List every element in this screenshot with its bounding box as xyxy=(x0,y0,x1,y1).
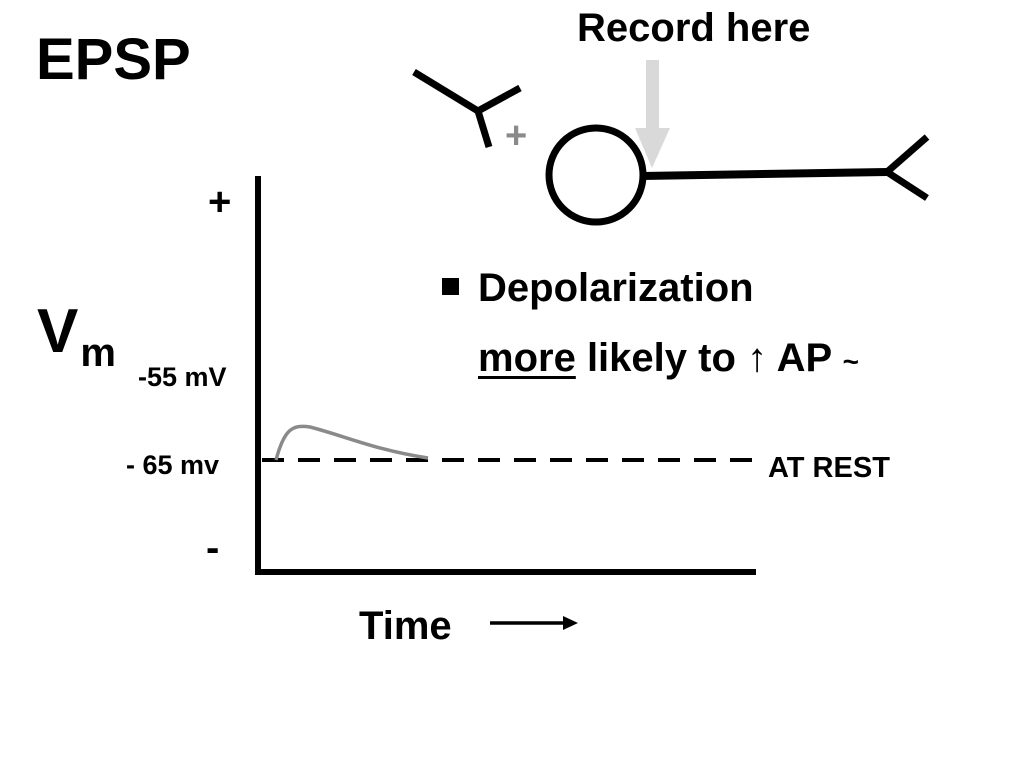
x-axis-label: Time xyxy=(359,604,452,648)
resting-value-label: - 65 mv xyxy=(126,450,220,480)
epsp-trace xyxy=(274,424,429,461)
y-axis-label-subscript: m xyxy=(80,331,116,375)
bullet-point: Depolarization xyxy=(442,266,754,311)
bullet-square-icon xyxy=(442,278,459,295)
bullet-text-line-2: more likely to ↑ AP ~ xyxy=(478,336,859,381)
emphasis-more: more xyxy=(478,336,576,380)
y-axis-label-main: V xyxy=(37,297,79,366)
soma-circle xyxy=(545,124,647,226)
tilde-mark: ~ xyxy=(842,346,859,377)
time-arrow xyxy=(490,616,578,630)
presynaptic-terminal xyxy=(412,69,522,149)
y-axis-minus-label: - xyxy=(206,526,220,570)
threshold-label: -55 mV xyxy=(138,362,227,392)
record-arrow xyxy=(635,60,670,168)
bullet-line-2-rest: likely to ↑ AP xyxy=(586,336,832,380)
postsynaptic-neuron xyxy=(545,124,930,226)
record-here-label: Record here xyxy=(577,6,811,50)
y-axis-label: Vm xyxy=(37,296,116,376)
synapse-plus-sign: + xyxy=(505,115,527,157)
axon-line xyxy=(641,168,888,180)
y-axis-plus-label: + xyxy=(208,180,232,224)
at-rest-label: AT REST xyxy=(768,452,890,484)
slide-title: EPSP xyxy=(36,27,191,92)
bullet-text-line-1: Depolarization xyxy=(478,266,754,310)
